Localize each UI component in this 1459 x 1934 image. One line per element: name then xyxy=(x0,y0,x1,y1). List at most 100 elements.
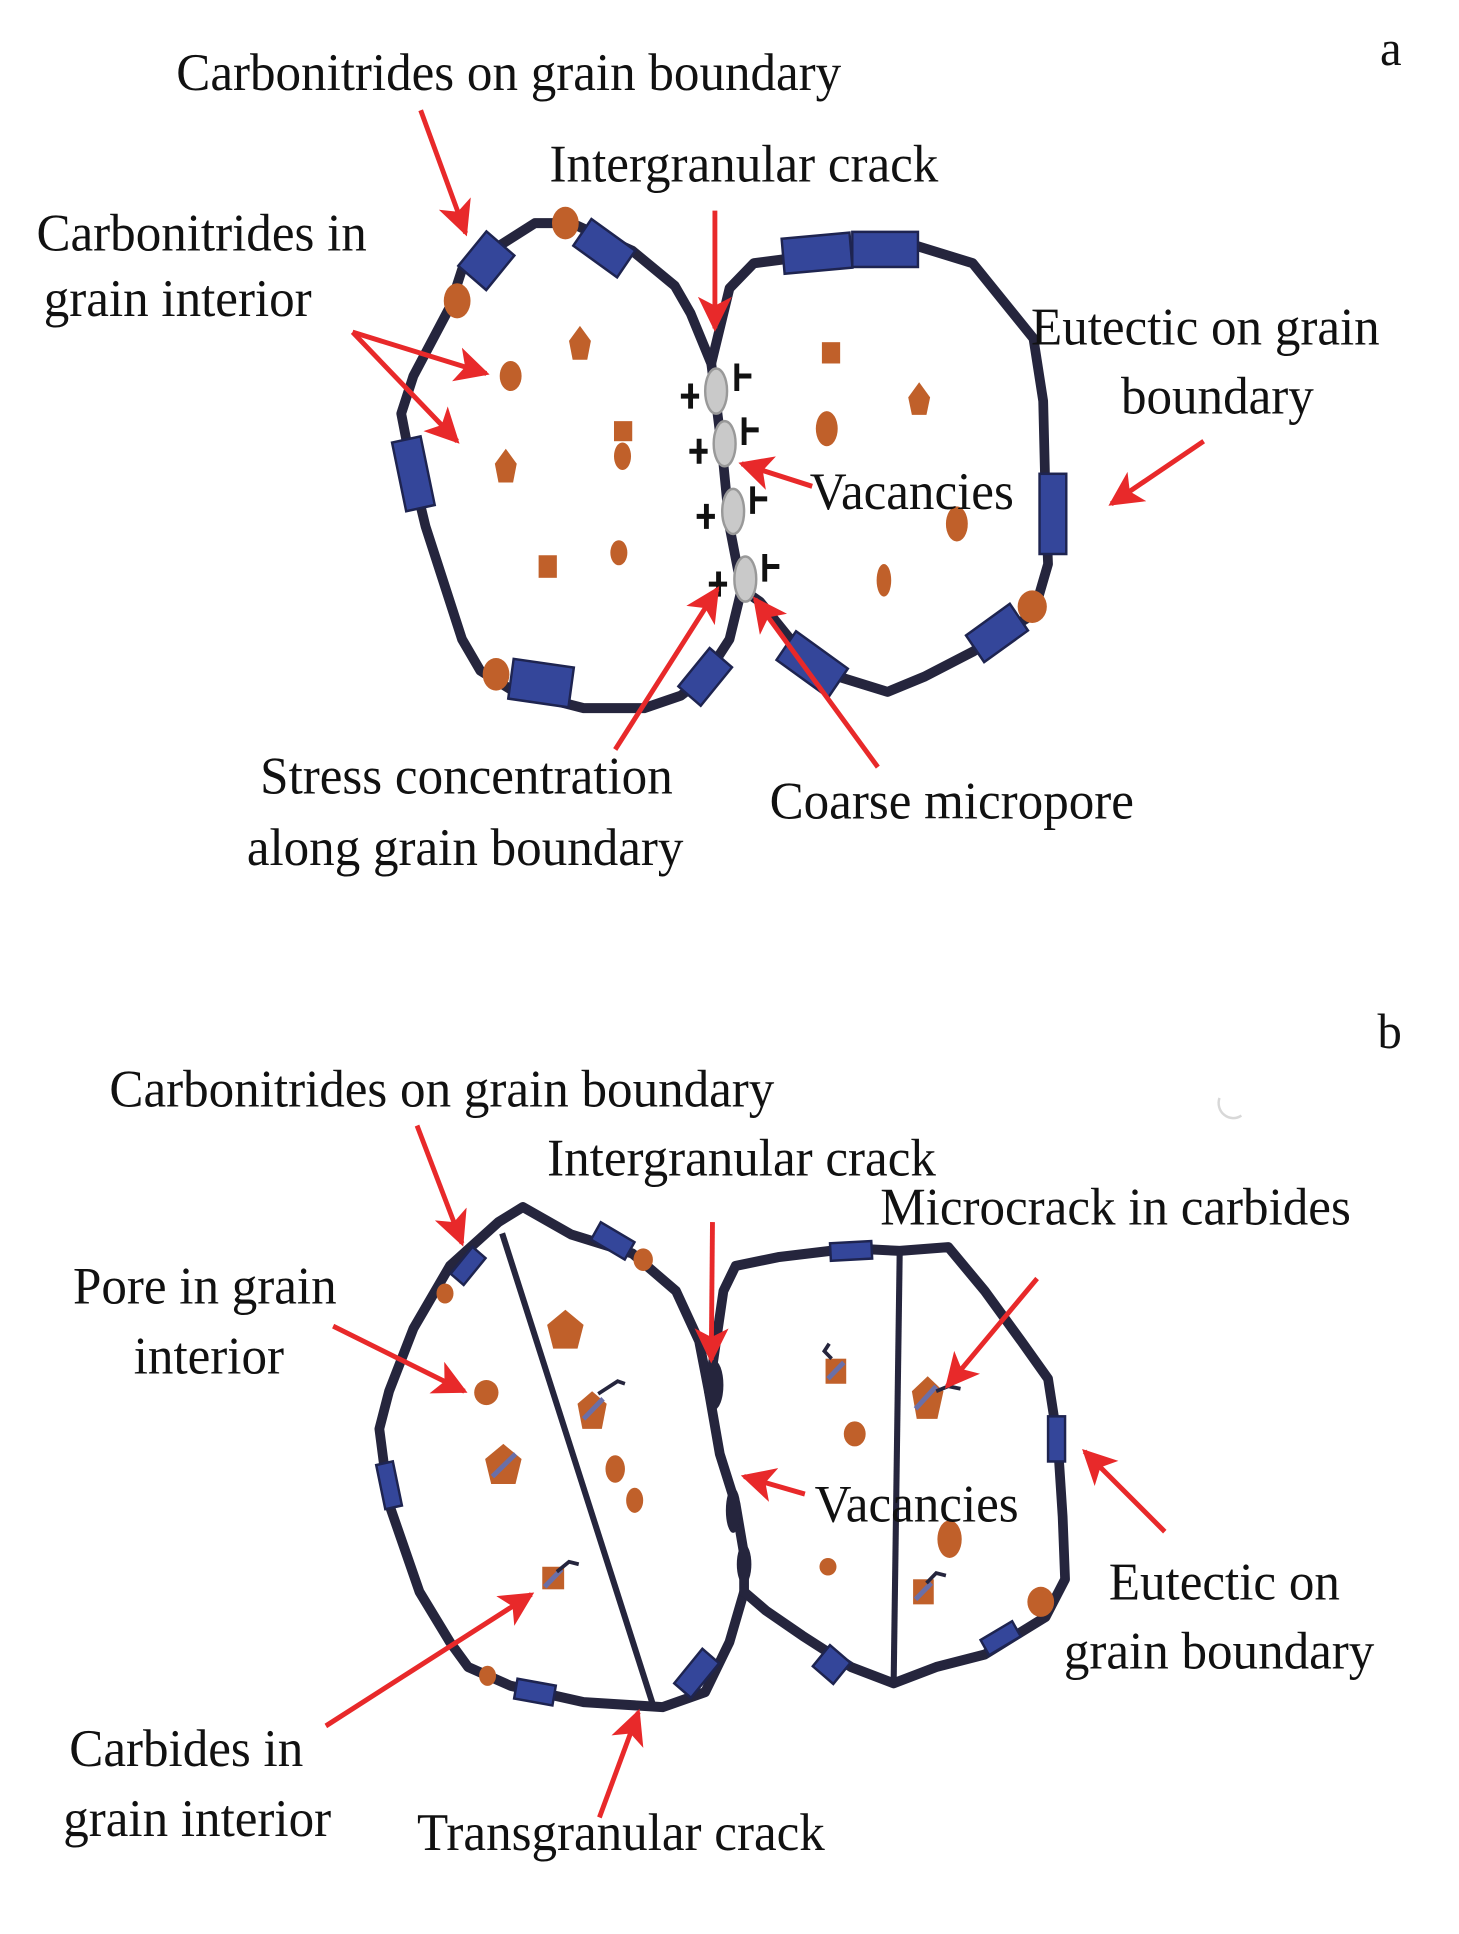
label-intergranular-crack-a: Intergranular crack xyxy=(550,136,939,194)
interior-carbide-round xyxy=(499,360,522,392)
interior-carbide-square xyxy=(613,421,633,442)
stray-mark xyxy=(1217,1097,1243,1120)
arrow-carbonitrides-interior-1 xyxy=(351,329,490,382)
label-eutectic-b-line1: Eutectic on xyxy=(1109,1554,1340,1612)
boundary-carbonitride xyxy=(482,658,510,691)
transgranular-crack-left xyxy=(499,1232,656,1706)
interior-carbide-round xyxy=(819,1557,837,1576)
cracked-carbide xyxy=(913,1570,947,1605)
arrow-vacancies xyxy=(738,456,813,490)
label-microcrack: Microcrack in carbides xyxy=(880,1179,1351,1237)
interior-carbide-round xyxy=(626,1487,644,1513)
transgranular-crack-right xyxy=(890,1250,903,1684)
interior-carbide-round xyxy=(937,1520,962,1558)
eutectic-particle xyxy=(512,1677,558,1707)
eutectic-particle xyxy=(851,230,920,269)
label-vacancies-a: Vacancies xyxy=(810,463,1014,521)
arrow-eutectic-b xyxy=(1082,1448,1167,1534)
label-carbides-line2: grain interior xyxy=(63,1791,331,1849)
cracked-carbide xyxy=(821,1342,847,1384)
vacancy-pore xyxy=(689,417,759,468)
arrow-intergranular-crack-b xyxy=(694,1222,729,1364)
boundary-carbonitride xyxy=(436,1283,454,1304)
eutectic-particles-b xyxy=(374,1220,1067,1707)
label-eutectic-b-line2: grain boundary xyxy=(1064,1623,1375,1681)
arrow-carbonitrides-interior-2 xyxy=(350,330,460,444)
arrow-carbonitrides-boundary-b xyxy=(414,1124,467,1247)
eutectic-particle xyxy=(571,217,637,280)
interior-carbide-round xyxy=(843,1421,866,1447)
eutectic-particle xyxy=(672,1646,721,1700)
arrows-b xyxy=(324,1124,1167,1819)
label-pore-line2: interior xyxy=(134,1328,284,1386)
label-transgranular: Transgranular crack xyxy=(417,1804,825,1862)
boundary-carbonitride xyxy=(1017,590,1047,623)
panel-letter-b: b xyxy=(1378,1003,1402,1059)
vacancy-bulge xyxy=(703,1359,724,1411)
interior-carbide-square xyxy=(538,555,557,578)
arrow-vacancies-b xyxy=(740,1468,806,1502)
label-stress-a-line1: Stress concentration xyxy=(260,748,673,806)
label-stress-a-line2: along grain boundary xyxy=(247,819,684,877)
eutectic-particle xyxy=(676,646,734,708)
arrow-eutectic xyxy=(1108,439,1206,506)
interior-carbide-square xyxy=(821,342,841,364)
boundary-carbonitrides-b xyxy=(436,1248,1055,1686)
boundary-carbonitride xyxy=(443,283,471,319)
label-carbonitrides-boundary-b: Carbonitrides on grain boundary xyxy=(109,1061,774,1119)
vacancy-pore xyxy=(680,363,752,415)
arrow-carbonitrides-boundary xyxy=(418,109,471,237)
arrow-carbides-interior xyxy=(324,1592,535,1729)
interior-carbonitrides-a xyxy=(494,325,968,597)
interior-carbide-pentagon xyxy=(569,325,591,360)
panel-a: a xyxy=(36,21,1401,878)
label-vacancies-b: Vacancies xyxy=(815,1476,1019,1534)
boundary-carbonitride xyxy=(1027,1586,1055,1617)
eutectic-particles-a xyxy=(390,217,1068,709)
eutectic-particle xyxy=(456,229,517,292)
interior-pore xyxy=(474,1379,499,1406)
label-carbonitrides-interior-a-line1: Carbonitrides in xyxy=(36,205,366,263)
interior-carbide-round xyxy=(945,506,968,542)
eutectic-particle xyxy=(374,1459,404,1511)
label-pore-line1: Pore in grain xyxy=(73,1258,337,1316)
vacancy-bulge xyxy=(736,1544,752,1585)
eutectic-particle xyxy=(589,1220,637,1262)
vacancy-bulge xyxy=(725,1487,741,1533)
interior-carbide-round xyxy=(815,411,838,447)
arrow-coarse-micropore xyxy=(752,596,880,769)
eutectic-particle xyxy=(780,231,854,276)
label-carbonitrides-interior-a-line2: grain interior xyxy=(44,270,312,328)
cracked-carbide xyxy=(577,1379,626,1429)
cracked-carbide xyxy=(542,1559,580,1590)
arrow-stress-concentration xyxy=(613,586,720,751)
interior-carbides-b xyxy=(474,1309,962,1605)
boundary-carbonitride xyxy=(633,1248,653,1271)
arrow-transgranular xyxy=(597,1708,644,1819)
eutectic-particle xyxy=(1046,1415,1067,1463)
panel-letter-a: a xyxy=(1380,21,1402,77)
label-micropore-a: Coarse micropore xyxy=(770,773,1134,831)
interior-carbide-round xyxy=(605,1455,625,1483)
eutectic-particle xyxy=(978,1619,1023,1657)
arrow-microcrack xyxy=(944,1276,1039,1389)
eutectic-particle xyxy=(964,602,1030,664)
vacancies-a xyxy=(680,363,780,603)
interior-carbide-pentagon xyxy=(494,448,517,483)
interior-carbide-pentagon xyxy=(547,1309,584,1349)
label-carbides-line1: Carbides in xyxy=(69,1720,303,1778)
interior-carbide-round xyxy=(613,442,632,471)
vacancies-b xyxy=(703,1359,752,1585)
interior-carbide-pentagon xyxy=(908,382,931,415)
label-eutectic-a-line1: Eutectic on grain xyxy=(1031,299,1380,357)
vacancy-pore xyxy=(696,486,768,536)
vacancy-pore xyxy=(708,554,780,603)
eutectic-particle xyxy=(1038,472,1068,556)
cracked-carbide xyxy=(485,1443,522,1485)
boundary-carbonitride xyxy=(479,1665,497,1686)
boundary-carbonitride xyxy=(551,206,579,240)
eutectic-particle xyxy=(811,1643,853,1686)
interior-carbide-round xyxy=(610,540,628,566)
eutectic-particle xyxy=(390,434,437,513)
